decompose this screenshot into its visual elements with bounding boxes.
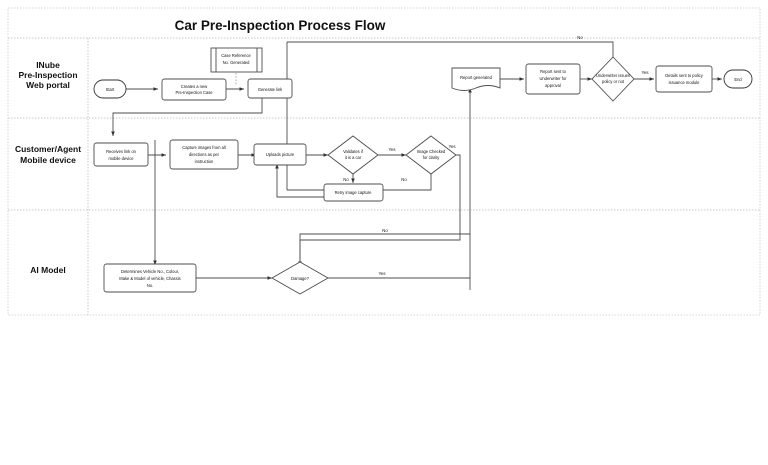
- node-case-reference-line2: No. Generated: [223, 60, 251, 65]
- lane-label-inube: INube Pre-Inspection Web portal: [18, 60, 77, 90]
- node-damage[interactable]: Damage?: [271, 261, 329, 295]
- connector-underwriter-no: [287, 41, 614, 62]
- node-report-sent-line1: Report sent to: [540, 69, 566, 74]
- lane-label-inube-line2: Pre-Inspection: [18, 70, 77, 80]
- node-report-sent[interactable]: Report sent to Underwriter for approval: [525, 63, 581, 95]
- node-receives-link[interactable]: Receives link on mobile device: [93, 142, 149, 167]
- node-image-clarity[interactable]: Image Checked for clarity: [405, 135, 457, 175]
- connector-generate-to-receives: [111, 97, 263, 136]
- node-determines-line2: Make & Model of vehicle, Chassis: [119, 276, 180, 281]
- connector-clarity-yes-down: [300, 154, 461, 241]
- node-validate-car-line1: Validates if: [343, 149, 364, 154]
- node-capture-images-line3: instruction: [195, 159, 214, 164]
- node-receives-link-line1: Receives link on: [106, 149, 137, 154]
- node-end[interactable]: End: [723, 69, 753, 89]
- page-title: Car Pre-Inspection Process Flow: [175, 18, 386, 33]
- node-determines-line1: Determines Vehicle No., Colour,: [121, 269, 179, 274]
- lane-label-customer: Customer/Agent Mobile device: [15, 144, 81, 165]
- node-start[interactable]: Start: [93, 79, 127, 99]
- node-capture-images[interactable]: Capture images from all directions as pe…: [169, 139, 239, 170]
- node-policy-module-line2: issuance module: [669, 80, 700, 85]
- node-generate-link[interactable]: Generate link: [247, 78, 293, 99]
- node-case-reference[interactable]: Case Reference No. Generated: [210, 47, 263, 73]
- node-policy-module-line1: Details sent to policy: [665, 73, 703, 78]
- lane-label-ai: AI Model: [30, 265, 65, 275]
- node-underwriter-line1: Underwriter issues: [596, 73, 630, 78]
- node-capture-images-line2: directions as per: [189, 152, 220, 157]
- node-validate-car[interactable]: Validates if it is a car: [327, 135, 379, 175]
- node-determines-line3: No.: [147, 283, 153, 288]
- node-damage-label: Damage?: [291, 276, 309, 281]
- node-start-label: Start: [106, 87, 116, 92]
- edge-label-damage-yes: Yes: [378, 271, 385, 276]
- node-policy-module[interactable]: Details sent to policy issuance module: [655, 65, 713, 93]
- node-capture-images-line1: Capture images from all: [182, 145, 226, 150]
- node-generate-link-label: Generate link: [258, 87, 283, 92]
- lane-label-inube-line3: Web portal: [26, 80, 70, 90]
- connector-retry-loop: [276, 175, 330, 198]
- node-report-generated[interactable]: Report generated: [451, 67, 501, 91]
- node-underwriter-decision[interactable]: Underwriter issues policy or not: [591, 56, 635, 102]
- edge-label-validate-no: No: [343, 177, 349, 182]
- edge-label-damage-no: No: [382, 228, 388, 233]
- node-uploads-picture-label: Uploads picture: [266, 152, 295, 157]
- node-image-clarity-line2: for clarity: [423, 155, 441, 160]
- node-create-case-line1: Creates a new: [181, 84, 207, 89]
- connector-damage-no: [299, 233, 470, 266]
- node-determines[interactable]: Determines Vehicle No., Colour, Make & M…: [103, 263, 197, 293]
- node-end-label: End: [734, 77, 742, 82]
- edge-label-clarity-no: No: [401, 177, 407, 182]
- edge-label-validate-yes: Yes: [388, 147, 395, 152]
- node-report-sent-line2: Underwriter for: [539, 76, 567, 81]
- diagram-frame: [7, 7, 761, 316]
- node-retry-capture-label: Retry image capture: [335, 190, 373, 195]
- lane-label-customer-line1: Customer/Agent: [15, 144, 81, 154]
- node-retry-capture[interactable]: Retry image capture: [323, 183, 384, 202]
- lane-label-inube-line1: INube: [36, 60, 60, 70]
- lane-label-customer-line2: Mobile device: [20, 155, 76, 165]
- node-create-case-line2: Pre-Inspection Case: [175, 90, 213, 95]
- node-image-clarity-line1: Image Checked: [417, 149, 446, 154]
- node-report-generated-label: Report generated: [460, 75, 493, 80]
- connector-clarity-no: [383, 172, 432, 191]
- edge-label-clarity-yes: Yes: [448, 144, 455, 149]
- node-underwriter-line2: policy or not: [602, 79, 625, 84]
- edge-label-underwriter-yes: Yes: [641, 70, 648, 75]
- node-create-case[interactable]: Creates a new Pre-Inspection Case: [161, 78, 227, 101]
- node-report-sent-line3: approval: [545, 83, 561, 88]
- node-receives-link-line2: mobile device: [108, 156, 134, 161]
- edge-label-underwriter-no: No: [577, 35, 583, 40]
- lane-label-ai-line1: AI Model: [30, 265, 65, 275]
- node-validate-car-line2: it is a car: [345, 155, 362, 160]
- node-case-reference-line1: Case Reference: [221, 53, 251, 58]
- node-uploads-picture[interactable]: Uploads picture: [253, 143, 307, 166]
